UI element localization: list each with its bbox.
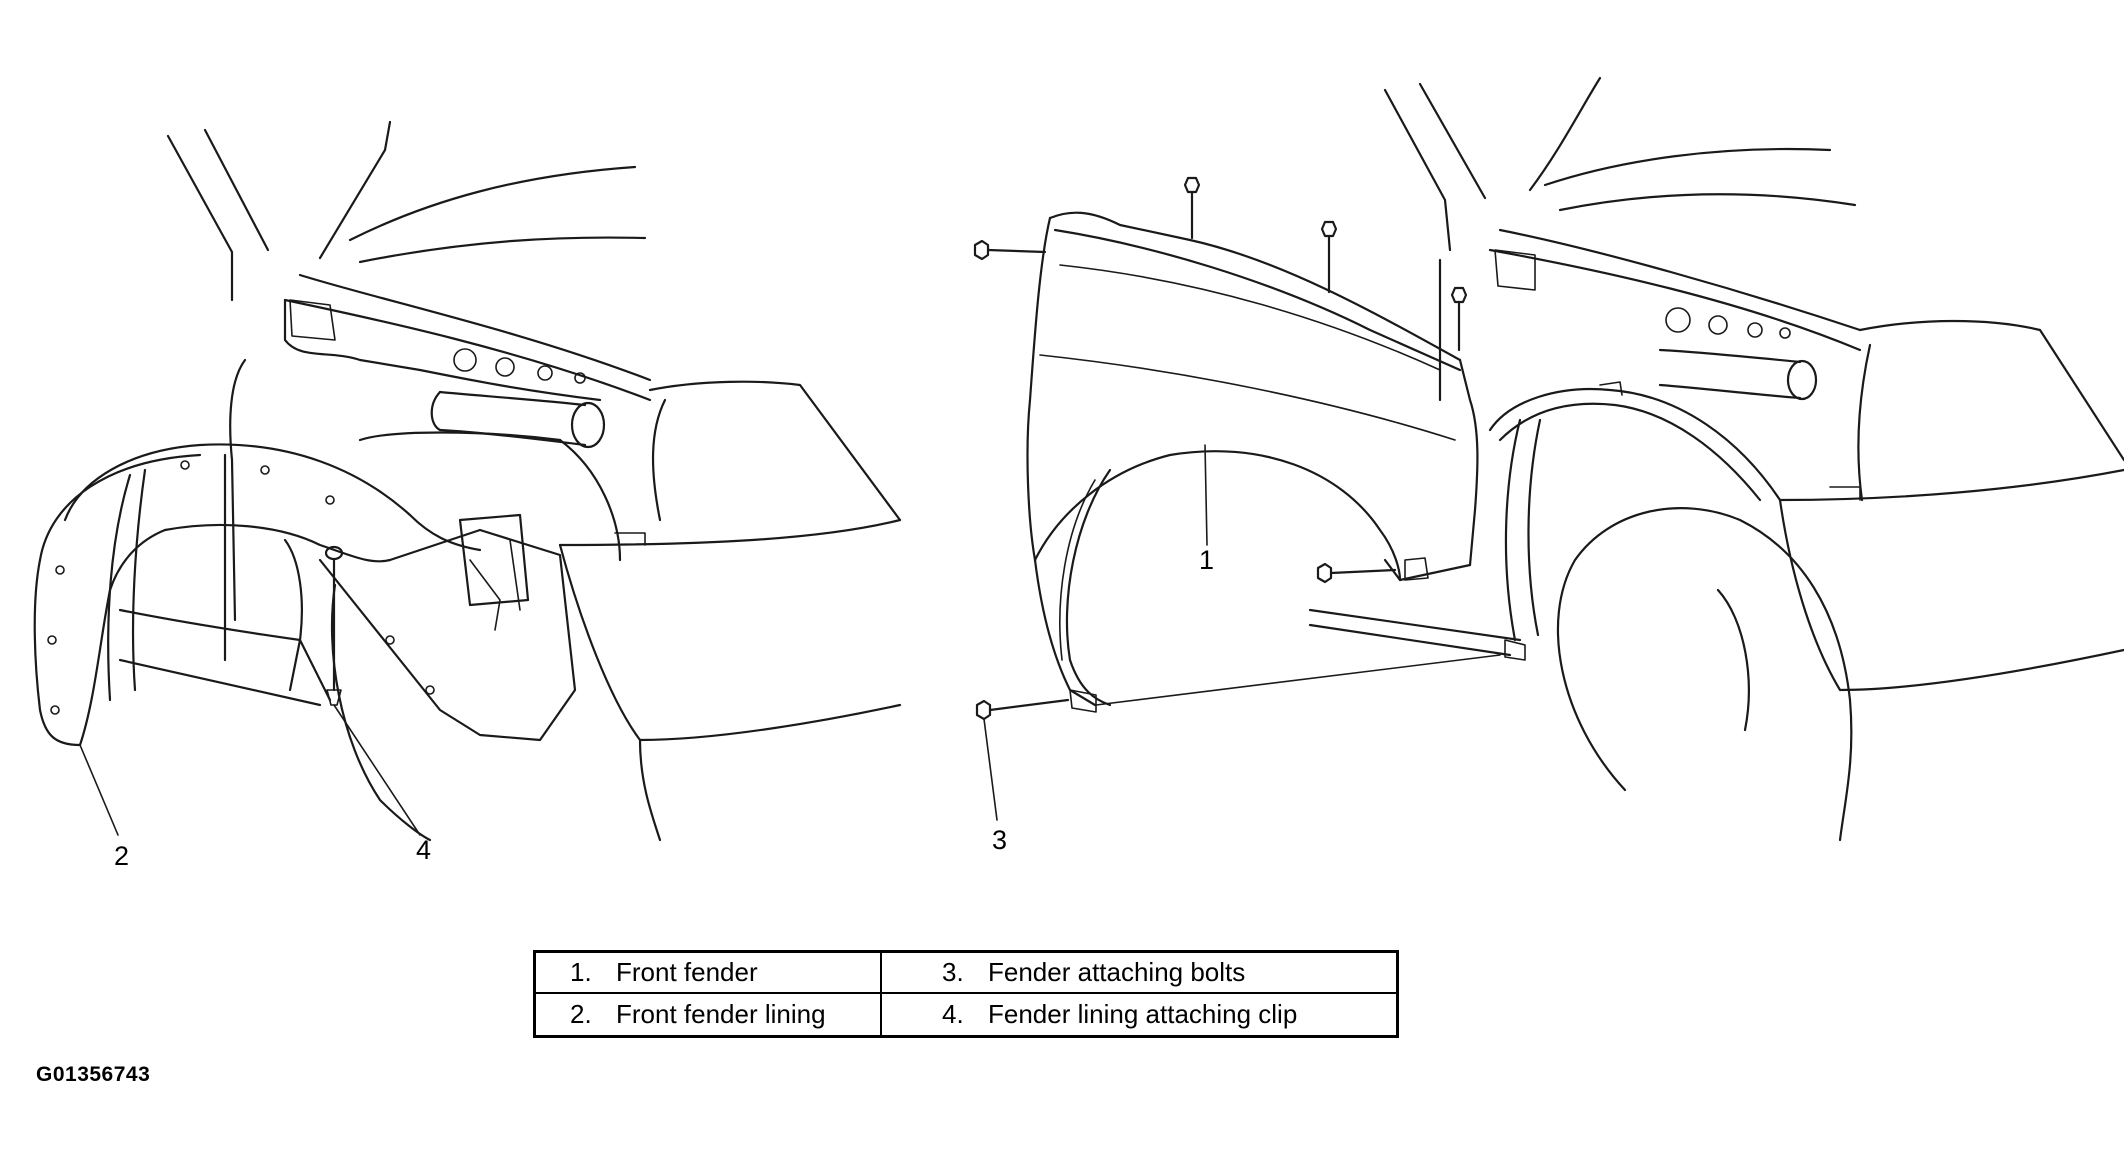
front-fender-lining bbox=[33, 443, 577, 747]
figure-id: G01356743 bbox=[36, 1063, 151, 1086]
right-view-body bbox=[1308, 76, 2124, 842]
legend-label: Fender attaching bolts bbox=[988, 957, 1246, 987]
legend-cell-1: 1. Front fender bbox=[536, 953, 882, 994]
legend-cell-4: 4. Fender lining attaching clip bbox=[882, 994, 1396, 1035]
fender-attaching-bolts bbox=[973, 176, 1501, 721]
legend-cell-3: 3. Fender attaching bolts bbox=[882, 953, 1396, 994]
callout-1: 1 bbox=[1199, 545, 1215, 575]
callout-4: 4 bbox=[416, 835, 432, 865]
legend-num: 2. bbox=[570, 999, 592, 1029]
front-fender bbox=[1026, 211, 1479, 713]
legend-label: Front fender bbox=[616, 957, 758, 987]
legend-num: 4. bbox=[942, 999, 964, 1029]
callout-2: 2 bbox=[114, 841, 130, 871]
left-leaders bbox=[79, 704, 421, 836]
legend-table: 1. Front fender 3. Fender attaching bolt… bbox=[533, 950, 1399, 1038]
legend-label: Fender lining attaching clip bbox=[988, 999, 1298, 1029]
legend-cell-2: 2. Front fender lining bbox=[536, 994, 882, 1035]
legend-label: Front fender lining bbox=[616, 999, 826, 1029]
left-view-body bbox=[118, 120, 902, 842]
legend-num: 3. bbox=[942, 957, 964, 987]
legend-num: 1. bbox=[570, 957, 592, 987]
callout-3: 3 bbox=[992, 825, 1008, 855]
right-leaders bbox=[983, 444, 1208, 821]
